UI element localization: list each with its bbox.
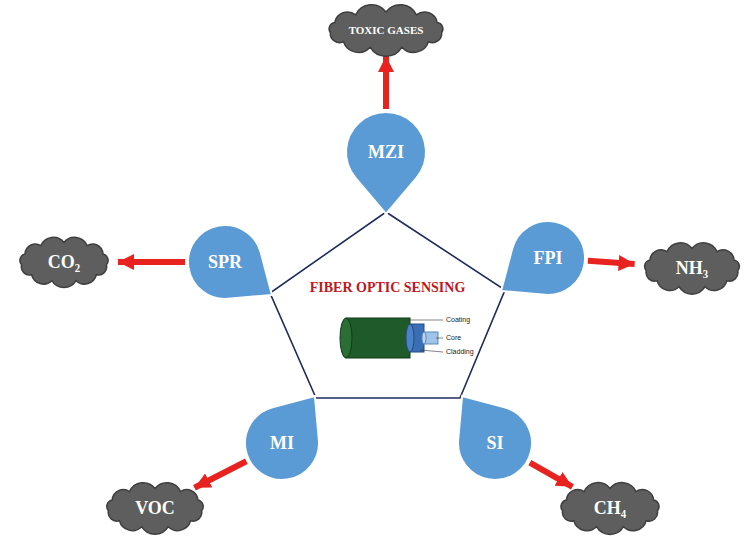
- fiber-part-label: Coating: [446, 316, 470, 323]
- technique-drop: MI: [245, 406, 319, 480]
- pentagon-hub: FIBER OPTIC SENSING: [270, 212, 505, 398]
- technique-drop: SI: [458, 406, 532, 480]
- technique-label: MZI: [368, 142, 404, 163]
- gas-label: NH₃: [676, 258, 708, 279]
- gas-cloud: TOXIC GASES: [319, 7, 453, 53]
- leader-line: [408, 320, 443, 321]
- gas-label: TOXIC GASES: [349, 24, 424, 36]
- gas-cloud: VOC: [99, 483, 211, 533]
- fiber-part-label: Cladding: [446, 348, 474, 355]
- arrow-connector: [194, 461, 246, 488]
- technique-label: SPR: [208, 252, 242, 273]
- gas-label: VOC: [135, 498, 175, 519]
- technique-drop: SPR: [188, 225, 262, 299]
- gas-cloud: NH₃: [637, 243, 747, 293]
- fiber-end: [340, 318, 352, 358]
- fiber-coating: [346, 318, 410, 358]
- fiber-part-label: Core: [446, 334, 461, 341]
- gas-cloud: CO₂: [13, 237, 115, 287]
- technique-label: FPI: [534, 248, 563, 269]
- hub-title: FIBER OPTIC SENSING: [270, 280, 505, 296]
- gas-label: CO₂: [48, 252, 80, 273]
- technique-drop: FPI: [511, 221, 585, 295]
- technique-drop: MZI: [346, 112, 426, 192]
- pentagon-outline: [270, 212, 505, 398]
- arrow-connector: [118, 259, 185, 265]
- arrow-connector: [530, 463, 573, 487]
- technique-label: MI: [270, 433, 294, 454]
- fiber-core-end: [422, 332, 426, 344]
- leader-line: [420, 350, 443, 352]
- technique-label: SI: [486, 433, 503, 454]
- gas-cloud: CH₄: [553, 483, 667, 533]
- leader-line: [436, 338, 443, 339]
- fiber-cladding-end: [406, 324, 414, 352]
- arrow-connector: [383, 56, 389, 109]
- gas-label: CH₄: [594, 498, 626, 519]
- arrow-connector: [588, 261, 635, 264]
